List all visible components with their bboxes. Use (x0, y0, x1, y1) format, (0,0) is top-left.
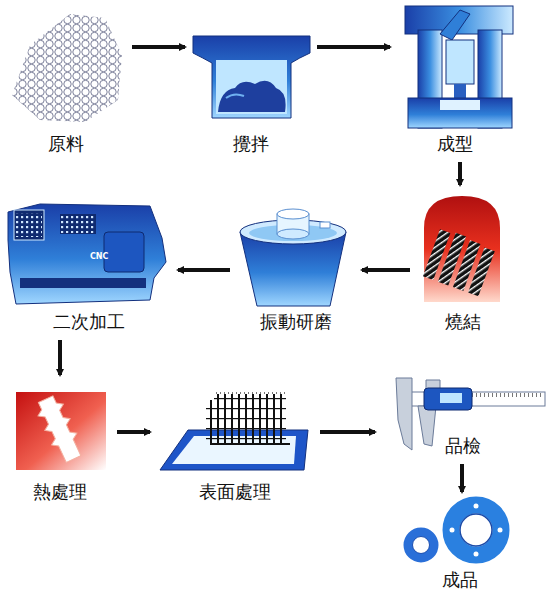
process-step: 二次加工 (5, 195, 173, 335)
machine-label: CNC (90, 252, 108, 261)
heat-treatment-box (16, 392, 106, 470)
mixer-vessel (193, 36, 310, 118)
cnc-machine (104, 232, 144, 272)
process-step: 成品 (400, 497, 520, 593)
cnc-machine (61, 215, 95, 233)
press-machine (408, 98, 512, 128)
flow-arrow (320, 430, 375, 434)
flow-arrow (117, 430, 150, 434)
step-label: 熱處理 (33, 482, 87, 503)
step-label: 攪拌 (233, 134, 269, 155)
surface-treatment-tray (206, 400, 214, 444)
mixer-vessel (216, 60, 287, 114)
surface-treatment-tray (214, 386, 286, 394)
caliper (418, 406, 436, 446)
press-machine (440, 100, 480, 110)
raw-powder-pile (5, 5, 130, 130)
step-label: 品檢 (445, 436, 481, 457)
press-machine (454, 84, 466, 98)
step-label: 燒結 (445, 312, 481, 333)
surface-treatment-tray (214, 394, 286, 444)
finished-parts (474, 504, 479, 509)
finished-parts (498, 528, 503, 533)
flow-arrow (178, 268, 230, 272)
cnc-machine (8, 204, 166, 304)
step-label: 表面處理 (199, 482, 271, 503)
flow-arrow (458, 162, 462, 185)
flow-arrow (132, 45, 185, 49)
process-step: 表面處理 (155, 380, 315, 505)
flow-arrow (317, 45, 390, 49)
caliper (424, 388, 472, 410)
press-machine (405, 6, 513, 128)
mixer-vessel (226, 94, 244, 98)
process-step: 振動研磨 (235, 212, 357, 335)
cnc-machine (14, 210, 44, 240)
step-label: 成品 (442, 570, 478, 591)
finished-parts (451, 505, 501, 555)
finished-parts (460, 514, 492, 546)
raw-powder-pile (5, 5, 130, 130)
sintering-furnace (423, 227, 496, 296)
press-machine (446, 40, 474, 84)
vibratory-finisher (320, 222, 330, 228)
surface-treatment-tray (210, 443, 290, 445)
sintering-furnace (468, 247, 495, 296)
flow-arrow (58, 340, 62, 375)
cnc-machine (8, 204, 166, 304)
finished-parts (474, 552, 479, 557)
mixer-vessel (193, 36, 310, 118)
finished-parts (413, 537, 430, 554)
finished-parts (408, 504, 503, 559)
finished-parts (450, 528, 455, 533)
heat-treatment-box (16, 392, 106, 470)
heat-treatment-box (33, 393, 86, 465)
cnc-machine (60, 214, 96, 234)
heat-treatment-box (33, 393, 86, 465)
process-step: 品檢 (380, 370, 545, 459)
press-machine (440, 10, 470, 40)
vibratory-finisher (240, 209, 346, 306)
process-step: 成型 (395, 5, 515, 157)
caliper (440, 393, 462, 403)
process-step: 原料 (5, 5, 127, 157)
vibratory-finisher (277, 209, 309, 219)
process-step: 攪拌 (190, 30, 312, 157)
finished-parts (408, 532, 434, 558)
flow-arrow (460, 464, 464, 492)
cnc-machine (20, 278, 146, 288)
process-step: 熱處理 (8, 380, 112, 505)
step-label: 振動研磨 (260, 312, 332, 333)
sintering-furnace (423, 196, 500, 302)
cnc-machine (16, 213, 42, 237)
step-label: 成型 (437, 134, 473, 155)
mixer-vessel (218, 81, 286, 112)
step-label: 二次加工 (53, 312, 125, 333)
surface-treatment-tray (160, 386, 308, 470)
flow-arrow (362, 268, 410, 272)
process-step: 燒結 (415, 190, 510, 335)
caliper (396, 378, 412, 450)
vibratory-finisher (277, 229, 309, 239)
step-label: 原料 (48, 134, 84, 155)
